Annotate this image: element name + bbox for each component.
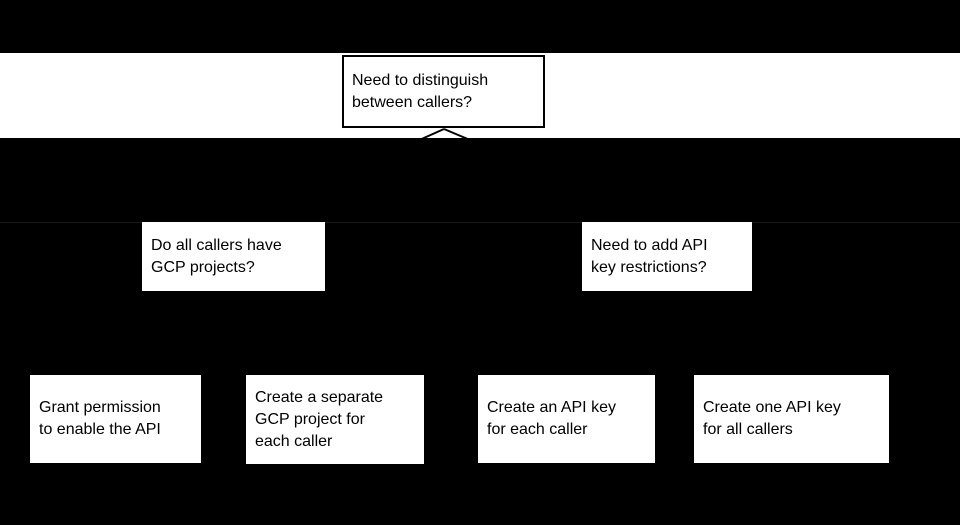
decision-node-text: GCP projects? bbox=[151, 258, 255, 276]
decision-node-text: key restrictions? bbox=[591, 258, 707, 276]
outcome-node-api-key-all-callers: Create one API key for all callers bbox=[694, 375, 889, 463]
outcome-node-text: each caller bbox=[255, 432, 333, 450]
connector-root-to-left-question bbox=[232, 128, 445, 224]
decision-node-gcp-projects: Do all callers have GCP projects? bbox=[142, 222, 325, 291]
outcome-node-text: Create an API key bbox=[487, 399, 616, 416]
decision-node-key-restrictions: Need to add API key restrictions? bbox=[582, 222, 752, 291]
outcome-node-api-key-each-caller: Create an API key for each caller bbox=[478, 375, 655, 463]
decision-node-distinguish-callers: Need to distinguish between callers? bbox=[342, 55, 545, 128]
outcome-node-text: Create one API key bbox=[703, 399, 841, 416]
decision-node-text: Do all callers have bbox=[151, 236, 282, 254]
outcome-node-grant-permission: Grant permission to enable the API bbox=[30, 375, 201, 463]
outcome-node-text: Grant permission bbox=[39, 399, 161, 416]
outcome-node-text: GCP project for bbox=[255, 410, 365, 428]
connector-root-to-right-question bbox=[443, 128, 668, 224]
outcome-node-text: to enable the API bbox=[39, 421, 161, 438]
outcome-node-separate-gcp-project: Create a separate GCP project for each c… bbox=[246, 375, 424, 464]
outcome-node-text: for each caller bbox=[487, 421, 588, 438]
outcome-node-text: for all callers bbox=[703, 421, 793, 438]
decision-node-text: Need to distinguish bbox=[352, 71, 489, 89]
outcome-node-text: Create a separate bbox=[255, 388, 384, 406]
decision-node-text: between callers? bbox=[352, 93, 473, 111]
decision-node-text: Need to add API bbox=[591, 236, 708, 254]
